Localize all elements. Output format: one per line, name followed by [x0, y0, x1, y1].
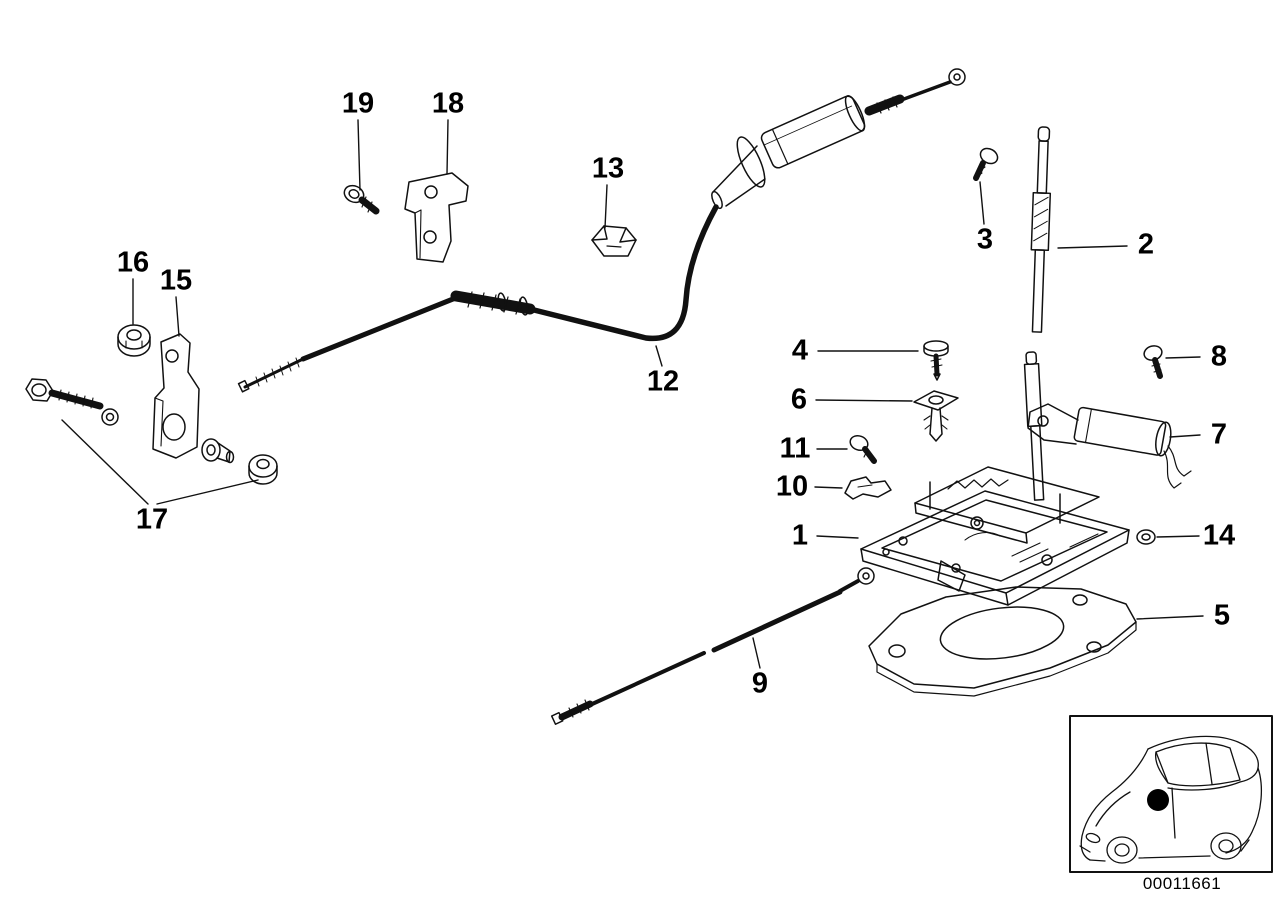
- selector-rod-9: [550, 567, 875, 725]
- washer-14: [1136, 529, 1156, 545]
- callout-4[interactable]: 4: [791, 334, 809, 367]
- shift-cable: [237, 68, 966, 393]
- nut-16: [117, 324, 151, 357]
- callout-17[interactable]: 17: [135, 503, 169, 536]
- pivot-pin-17: [201, 438, 235, 464]
- bracket-15: [152, 333, 200, 459]
- cable-clip-13: [591, 225, 637, 257]
- car-position-marker: [1147, 789, 1169, 811]
- shift-lever-2: [1030, 126, 1052, 333]
- washer-17: [101, 408, 119, 426]
- screw-4: [923, 340, 949, 381]
- nut-17: [248, 454, 278, 485]
- callout-18[interactable]: 18: [431, 87, 465, 120]
- lever-lower-shaft: [1023, 351, 1045, 501]
- bolt-8: [1143, 345, 1163, 379]
- callout-12[interactable]: 12: [646, 365, 680, 398]
- bolt-17: [25, 378, 104, 410]
- solenoid-7: [1027, 403, 1192, 489]
- callout-6[interactable]: 6: [790, 383, 808, 416]
- car-outline-icon: [1079, 735, 1262, 864]
- callout-14[interactable]: 14: [1202, 519, 1236, 552]
- base-plate-5: [868, 586, 1137, 697]
- callout-11[interactable]: 11: [779, 432, 811, 465]
- expanding-nut-6: [913, 390, 959, 442]
- doc-number: 00011661: [1142, 874, 1222, 893]
- callout-8[interactable]: 8: [1210, 340, 1228, 373]
- bolt-19: [343, 184, 380, 215]
- leader-lines: [61, 119, 1204, 669]
- callout-1[interactable]: 1: [791, 519, 809, 552]
- car-inset: [1069, 715, 1273, 873]
- clamp-10: [844, 476, 892, 500]
- callout-10[interactable]: 10: [775, 470, 809, 503]
- callout-9[interactable]: 9: [751, 667, 769, 700]
- callout-2[interactable]: 2: [1137, 228, 1155, 261]
- callout-13[interactable]: 13: [591, 152, 625, 185]
- callout-3[interactable]: 3: [976, 223, 994, 256]
- bolt-3: [973, 147, 999, 181]
- callout-7[interactable]: 7: [1210, 418, 1228, 451]
- callout-5[interactable]: 5: [1213, 599, 1231, 632]
- shifter-base-1: [860, 466, 1130, 606]
- car-inset-frame: [1069, 715, 1273, 873]
- bolt-11: [849, 434, 877, 464]
- callout-15[interactable]: 15: [159, 264, 193, 297]
- callout-16[interactable]: 16: [116, 246, 150, 279]
- callout-19[interactable]: 19: [341, 87, 375, 120]
- bracket-18: [404, 172, 469, 263]
